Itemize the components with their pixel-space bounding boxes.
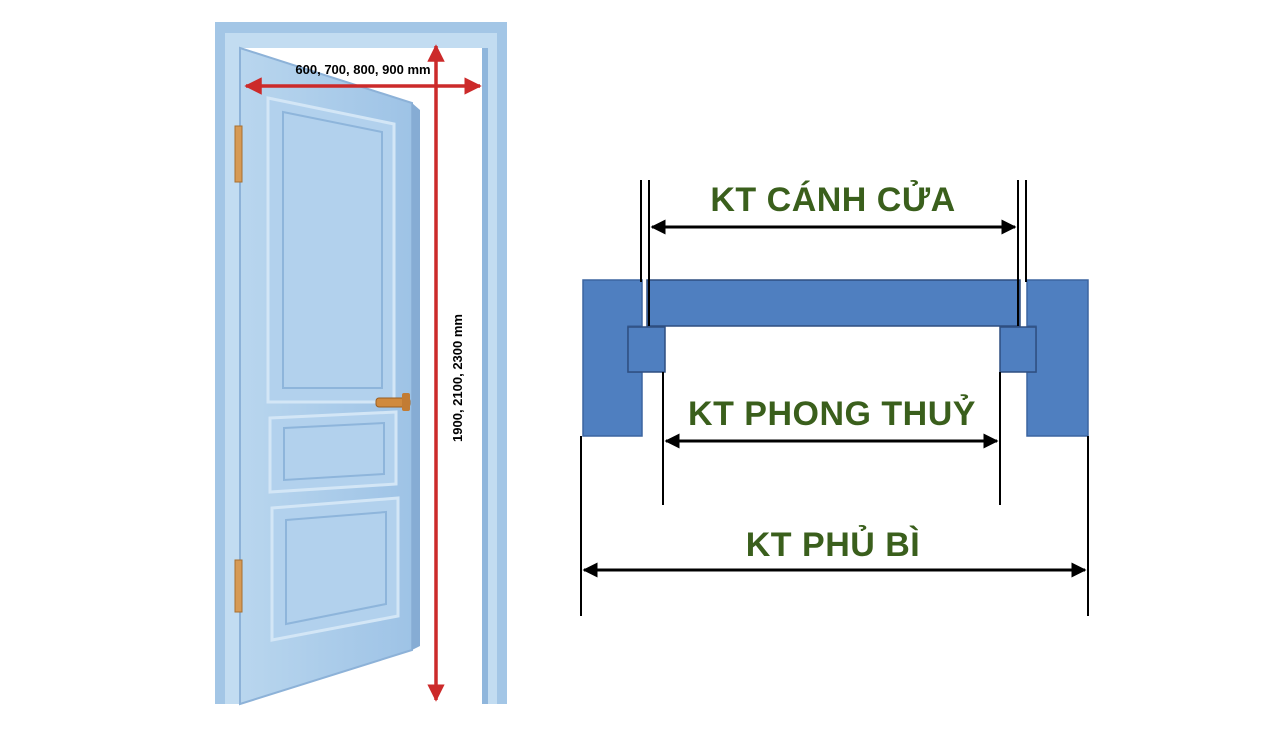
overall-label: KT PHỦ BÌ (746, 526, 921, 564)
frame-right-stop (999, 326, 1037, 373)
door-panel-top (266, 96, 396, 404)
door-panel-top-inner (282, 110, 383, 389)
door-hinge-top (234, 125, 243, 183)
frame-left-stop (627, 326, 666, 373)
door-hinge-bottom (234, 559, 243, 613)
door-leaf-edge (412, 103, 420, 650)
door-panel-middle-inner (283, 421, 385, 482)
width-label: 600, 700, 800, 900 mm (295, 62, 430, 77)
door-illustration: 600, 700, 800, 900 mm 1900, 2100, 2300 m… (215, 22, 507, 706)
frame-section-diagram: KT CÁNH CỬA KT PHONG THUỶ KT PHỦ BÌ (580, 180, 1089, 616)
section-door-leaf (646, 279, 1021, 327)
fengshui-label: KT PHONG THUỶ (688, 395, 976, 433)
door-leaf-label: KT CÁNH CỬA (710, 181, 955, 219)
door-panel-middle (268, 410, 398, 494)
door-jamb-right (482, 48, 488, 704)
door-panel-bottom (270, 496, 400, 642)
door-handle-rose (402, 393, 410, 411)
height-label: 1900, 2100, 2300 mm (450, 314, 465, 442)
door-panel-bottom-inner (285, 510, 387, 626)
